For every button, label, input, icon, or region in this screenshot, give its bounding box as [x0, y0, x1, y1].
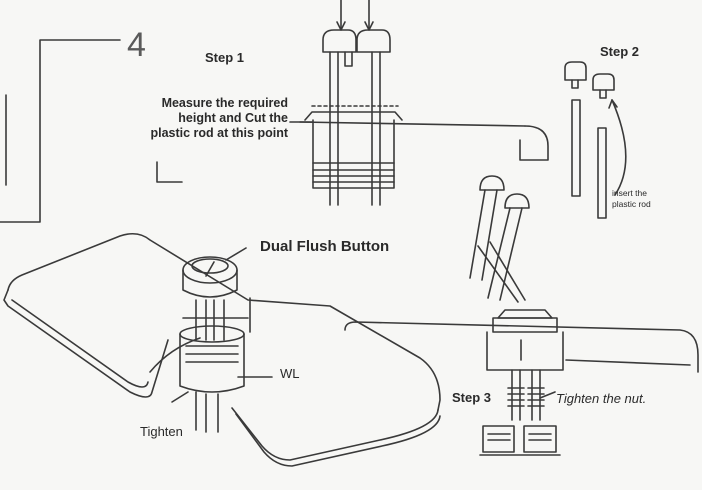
measure-line-1: Measure the required: [161, 96, 288, 110]
dual-flush-button-label: Dual Flush Button: [260, 238, 390, 255]
step-number: 4: [127, 26, 146, 64]
center-rod-assembly: [470, 176, 529, 302]
cistern-edge: [345, 322, 698, 372]
measure-line-2: height and Cut the: [178, 111, 288, 125]
page-bracket: [0, 40, 120, 222]
insert-rod-line-1: insert the: [612, 188, 647, 198]
step1-label: Step 1: [205, 50, 245, 65]
insert-rod-line-2: plastic rod: [612, 199, 651, 209]
cistern-lid: [4, 234, 440, 466]
insert-rod-note: insert the plastic rod: [612, 188, 651, 210]
step3-label: Step 3: [452, 390, 492, 405]
step1-assembly: [157, 0, 548, 205]
measure-instruction: Measure the required height and Cut the …: [120, 96, 288, 141]
water-level-label: WL: [280, 366, 300, 381]
step2-label: Step 2: [600, 44, 640, 59]
measure-line-3: plastic rod at this point: [150, 126, 288, 140]
dual-flush-button: [183, 248, 246, 297]
step2-parts: [565, 62, 626, 218]
tighten-label: Tighten: [140, 424, 183, 439]
tighten-nut-label: Tighten the nut.: [556, 391, 647, 406]
step3-assembly: [480, 310, 563, 455]
flush-valve-body: [172, 298, 250, 432]
